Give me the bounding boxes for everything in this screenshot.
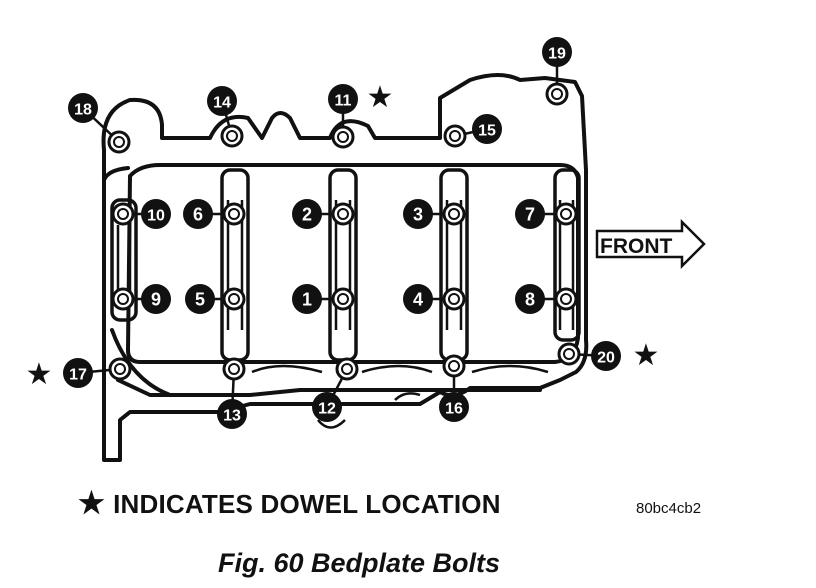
bolt-callout-12: 12 xyxy=(312,392,342,422)
bolt-callout-6: 6 xyxy=(183,199,213,229)
bolt-callout-20: 20 xyxy=(591,341,621,371)
bolt-callout-18: 18 xyxy=(68,93,98,123)
bolt-callout-8: 8 xyxy=(515,284,545,314)
bulkhead-3 xyxy=(439,168,469,362)
bolt-hole-5 xyxy=(222,287,246,311)
bolt-number: 12 xyxy=(318,401,336,418)
bulkhead-1 xyxy=(220,168,250,362)
star-icon: ★ xyxy=(78,487,106,520)
bolt-hole-15 xyxy=(443,124,467,148)
bolt-hole-18 xyxy=(107,130,131,154)
figure-caption: Fig. 60 Bedplate Bolts xyxy=(218,548,501,578)
bolt-hole-1 xyxy=(331,287,355,311)
bolt-hole-2 xyxy=(331,202,355,226)
bolt-number: 7 xyxy=(525,205,535,225)
bolt-number: 3 xyxy=(413,205,423,225)
bolt-hole-3 xyxy=(442,202,466,226)
bolt-callout-13: 13 xyxy=(217,399,247,429)
bolt-number: 14 xyxy=(213,95,231,112)
bolt-number: 17 xyxy=(69,367,87,384)
legend-text: INDICATES DOWEL LOCATION xyxy=(113,489,501,519)
lower-edge xyxy=(116,378,542,397)
bolt-hole-12 xyxy=(335,357,359,381)
bolt-callout-3: 3 xyxy=(403,199,433,229)
bolt-number: 2 xyxy=(302,205,312,225)
dowel-star-icon: ★ xyxy=(26,357,53,392)
bolt-number: 20 xyxy=(597,350,615,367)
bolt-number: 1 xyxy=(302,290,312,310)
bolt-number: 19 xyxy=(548,46,566,63)
bolt-callout-14: 14 xyxy=(207,86,237,116)
bolt-callout-19: 19 xyxy=(542,37,572,67)
bolt-number: 16 xyxy=(445,401,463,418)
image-code: 80bc4cb2 xyxy=(636,500,702,517)
bolt-hole-7 xyxy=(554,202,578,226)
bolt-hole-20 xyxy=(557,342,581,366)
front-arrow: FRONT xyxy=(595,218,706,270)
bolt-number: 10 xyxy=(147,208,165,225)
bolt-hole-17 xyxy=(108,357,132,381)
bolt-hole-6 xyxy=(222,202,246,226)
bolt-hole-10 xyxy=(111,202,135,226)
bolt-hole-14 xyxy=(220,124,244,148)
inner-frame xyxy=(126,163,580,364)
dowel-star-icon: ★ xyxy=(633,338,660,373)
bolt-callout-9: 9 xyxy=(141,284,171,314)
bulkhead-4 xyxy=(553,168,581,342)
bolt-callout-4: 4 xyxy=(403,284,433,314)
left-rib xyxy=(110,328,172,397)
left-flange xyxy=(102,166,130,182)
bolt-number: 13 xyxy=(223,408,241,425)
bulkhead-left xyxy=(110,198,138,322)
bolt-callout-10: 10 xyxy=(141,199,171,229)
bolt-callout-16: 16 xyxy=(439,392,469,422)
bolt-callout-7: 7 xyxy=(515,199,545,229)
bulkhead-2 xyxy=(328,168,358,362)
bolt-hole-16 xyxy=(442,354,466,378)
bolt-number: 11 xyxy=(335,93,352,110)
bolt-hole-4 xyxy=(442,287,466,311)
bolt-hole-8 xyxy=(554,287,578,311)
bolt-number: 6 xyxy=(193,205,203,225)
bolt-callout-11: 11 xyxy=(328,84,358,114)
dowel-legend: ★INDICATES DOWEL LOCATION xyxy=(78,486,501,521)
bolt-hole-13 xyxy=(222,357,246,381)
front-label: FRONT xyxy=(600,235,672,258)
bolt-callout-2: 2 xyxy=(292,199,322,229)
bolt-callout-17: 17 xyxy=(63,358,93,388)
bolt-number: 4 xyxy=(413,290,423,310)
bolt-number: 5 xyxy=(195,290,205,310)
bolt-hole-9 xyxy=(111,287,135,311)
bolt-callout-15: 15 xyxy=(472,114,502,144)
bolt-hole-19 xyxy=(545,82,569,106)
bolt-number: 9 xyxy=(151,290,161,310)
bolt-number: 15 xyxy=(478,123,496,140)
bolt-callout-5: 5 xyxy=(185,284,215,314)
bolt-number: 8 xyxy=(525,290,535,310)
bolt-hole-11 xyxy=(331,125,355,149)
bolt-number: 18 xyxy=(74,102,92,119)
dowel-star-icon: ★ xyxy=(367,80,394,115)
bolt-callout-1: 1 xyxy=(292,284,322,314)
